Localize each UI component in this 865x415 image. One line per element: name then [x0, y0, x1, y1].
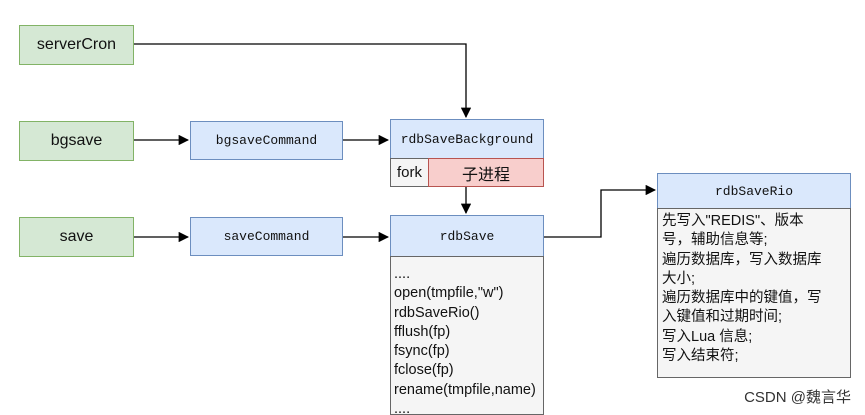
node-bgsave: bgsave — [19, 121, 134, 161]
rdbsave-step: rename(tmpfile,name) — [394, 381, 536, 398]
edge-servercron-to-rdbsavebackground — [134, 43, 472, 119]
rdbsave-step: fsync(fp) — [394, 343, 450, 360]
rdbsave-step: fflush(fp) — [394, 323, 451, 340]
rdbsave-step: fclose(fp) — [394, 362, 454, 379]
rdbsave-step: rdbSaveRio() — [394, 304, 480, 321]
node-servercron: serverCron — [19, 25, 134, 65]
rdbsave-step-list: .... open(tmpfile,"w") rdbSaveRio() fflu… — [390, 256, 544, 415]
rdbsave-step: .... — [394, 401, 411, 415]
node-rdbsave: rdbSave — [390, 215, 544, 257]
rdbsaverio-note: 入键值和过期时间; — [662, 309, 783, 326]
node-savecommand: saveCommand — [190, 217, 343, 256]
node-child-process: 子进程 — [428, 158, 544, 187]
rdbsaverio-note: 遍历数据库，写入数据库 — [662, 251, 822, 268]
rdbsave-step: .... — [394, 266, 411, 282]
rdbsaverio-notes: 先写入"REDIS"、版本 号，辅助信息等; 遍历数据库，写入数据库 大小; 遍… — [657, 208, 851, 378]
rdbsaverio-note: 先写入"REDIS"、版本 — [662, 213, 804, 229]
rdbsaverio-note: 写入Lua 信息; — [662, 328, 753, 345]
rdbsaverio-note: 遍历数据库中的键值，写 — [662, 290, 822, 307]
rdbsaverio-note: 大小; — [662, 270, 696, 287]
rdbsaverio-note: 写入结束符; — [662, 348, 739, 365]
node-fork: fork — [390, 158, 429, 187]
node-bgsavecommand: bgsaveCommand — [190, 121, 343, 160]
rdbsave-step: open(tmpfile,"w") — [394, 285, 504, 302]
node-rdbsaverio: rdbSaveRio — [657, 173, 851, 209]
node-rdbsavebackground: rdbSaveBackground — [390, 119, 544, 159]
edge-rdbsave-to-rdbsaverio — [544, 184, 657, 238]
watermark-text: CSDN @魏言华 — [744, 389, 851, 406]
rdbsaverio-note: 号，辅助信息等; — [662, 232, 768, 249]
node-save: save — [19, 217, 134, 257]
